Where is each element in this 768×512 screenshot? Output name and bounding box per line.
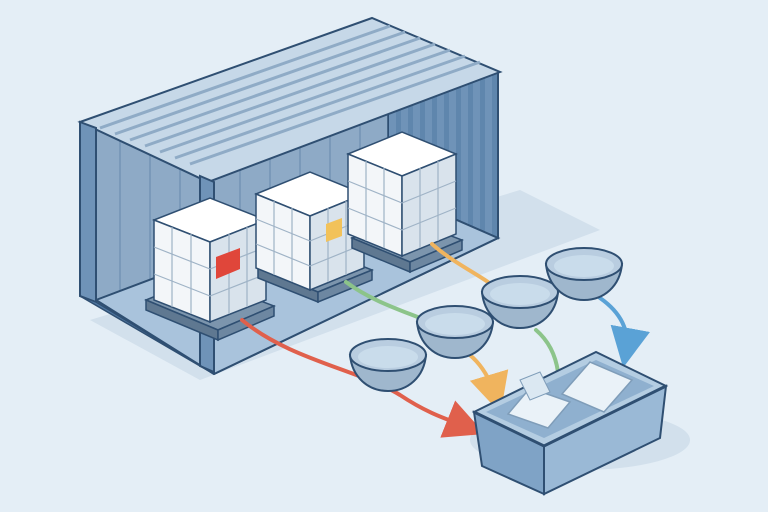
container-bottom-rail: [79, 295, 215, 375]
bowl-icon: [348, 338, 428, 393]
ice-tub-icon: [471, 350, 669, 496]
bowl-icon: [544, 247, 624, 302]
flow-arrow-orange-1: [430, 242, 490, 284]
flow-arrow-green: [344, 280, 422, 320]
flow-arrow-blue: [598, 296, 650, 368]
pallet-stack-icon: [144, 197, 277, 342]
pallet-stack-icon: [254, 171, 375, 304]
ice-bag: [560, 361, 634, 413]
flow-arrow-orange-2: [464, 350, 509, 414]
bowl-icon: [415, 305, 495, 360]
flow-arrow-green-2: [534, 328, 560, 374]
ice-bag: [506, 387, 572, 429]
bowl-icon: [480, 275, 560, 330]
container-left-post: [79, 120, 97, 304]
marker-red: [216, 248, 240, 279]
marker-yellow: [326, 218, 342, 242]
container-roof-ribs: [99, 24, 481, 166]
pallet-stack-icon: [346, 131, 465, 274]
